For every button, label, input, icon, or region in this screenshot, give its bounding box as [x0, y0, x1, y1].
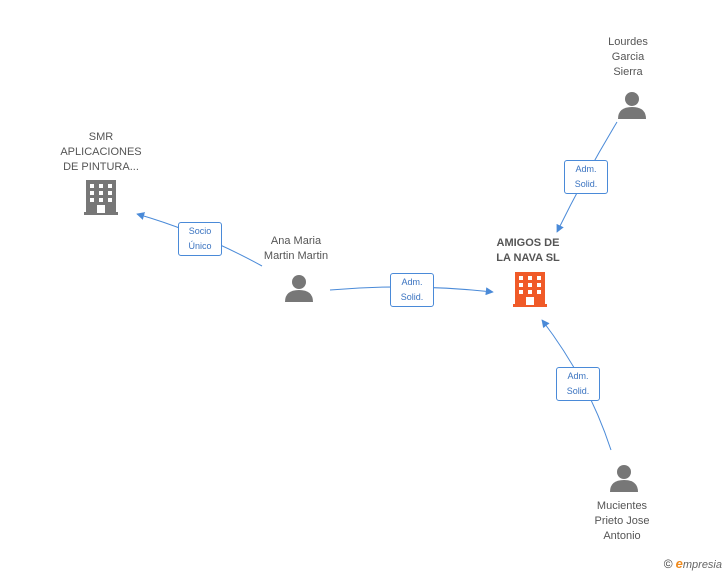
node-label-main[interactable]: AMIGOS DE LA NAVA SL [496, 237, 560, 264]
node-label-lourdes[interactable]: Lourdes Garcia Sierra [608, 36, 648, 78]
node-label-smr[interactable]: SMR APLICACIONES DE PINTURA... [60, 131, 142, 173]
edge-label-mucientes-main: Adm. Solid. [556, 367, 600, 401]
node-label-mucientes[interactable]: Mucientes Prieto Jose Antonio [594, 500, 650, 542]
node-label-ana[interactable]: Ana Maria Martin Martin [263, 235, 329, 262]
brand-name: mpresia [682, 559, 722, 571]
building-icon [84, 180, 118, 215]
person-icon [618, 92, 646, 119]
edge-label-lourdes-main: Adm. Solid. [564, 160, 608, 194]
edge-label-ana-smr: Socio Único [178, 222, 222, 256]
copyright-symbol: © [663, 556, 673, 571]
brand-logo: © empresia [664, 556, 722, 571]
person-icon [285, 275, 313, 302]
main-building-icon [513, 272, 547, 307]
person-icon [610, 465, 638, 492]
brand-e: e [675, 556, 683, 571]
edge-label-ana-main: Adm. Solid. [390, 273, 434, 307]
